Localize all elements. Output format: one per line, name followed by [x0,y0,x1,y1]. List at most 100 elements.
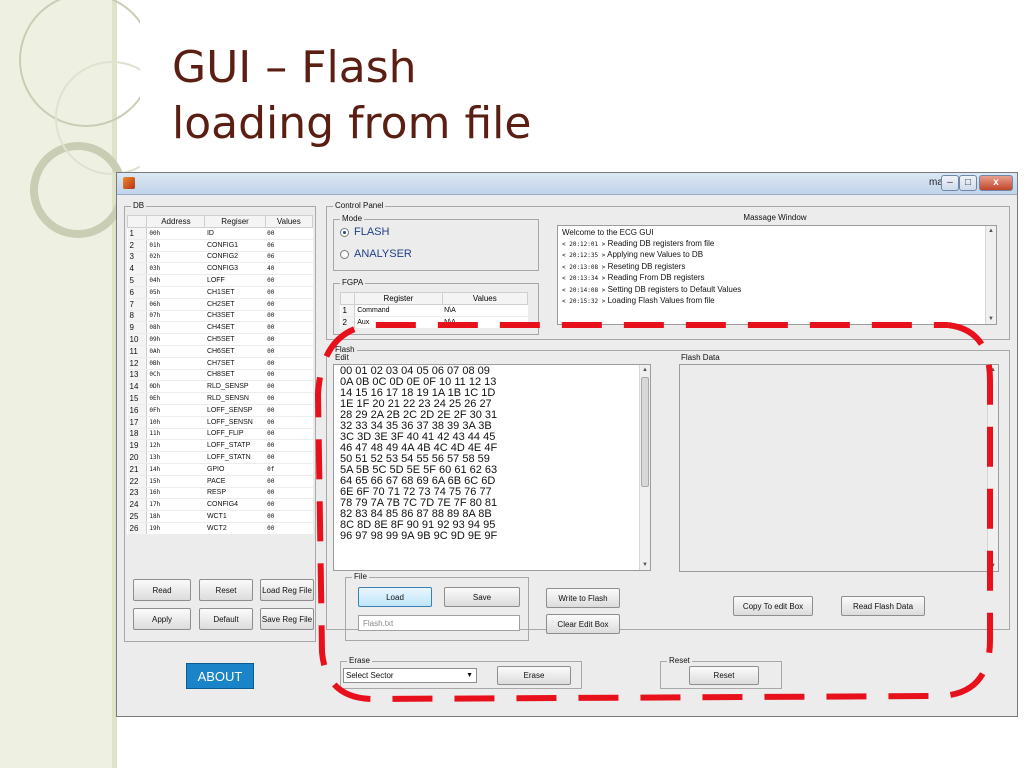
db-cell-register[interactable]: CH5SET [204,333,266,346]
db-cell-register[interactable]: CH1SET [204,286,266,299]
db-cell-address[interactable]: 09h [146,333,205,346]
db-cell-register[interactable]: LOFF_SENSN [204,416,266,429]
db-cell-register[interactable]: WCT1 [204,510,266,523]
db-cell-value[interactable]: 00 [265,522,313,535]
db-cell-value[interactable]: 00 [265,428,313,441]
db-cell-address[interactable]: 02h [146,251,205,264]
db-cell-value[interactable]: 00 [265,369,313,382]
reset-flash-button[interactable]: Reset [689,666,759,685]
db-cell-register[interactable]: PACE [204,475,266,488]
db-cell-address[interactable]: 0Dh [146,380,205,394]
apply-button[interactable]: Apply [133,608,191,630]
db-cell-register[interactable]: CH4SET [204,321,266,335]
db-cell-value[interactable]: 0f [265,463,313,476]
save-file-button[interactable]: Save [444,587,520,607]
flash-data-box[interactable]: ▲ ▼ [679,364,999,572]
db-cell-register[interactable]: CH8SET [204,369,266,382]
db-cell-address[interactable]: 0Eh [146,392,205,405]
db-cell-register[interactable]: RLD_SENSP [204,380,266,394]
db-cell-value[interactable]: 00 [265,498,313,512]
db-cell-address[interactable]: 17h [146,498,205,512]
scroll-thumb[interactable] [641,377,649,487]
window-titlebar[interactable]: main – □ x [117,173,1017,195]
db-cell-address[interactable]: 0Ah [146,345,205,358]
db-cell-address[interactable]: 14h [146,463,205,476]
reset-db-button[interactable]: Reset [199,579,253,601]
db-cell-address[interactable]: 04h [146,274,205,287]
db-cell-address[interactable]: 01h [146,239,205,252]
db-cell-register[interactable]: ID [204,227,266,240]
erase-button[interactable]: Erase [497,666,571,685]
db-cell-address[interactable]: 03h [146,262,205,276]
scroll-down-icon[interactable]: ▼ [988,316,994,322]
db-cell-register[interactable]: CH2SET [204,298,266,311]
db-cell-value[interactable]: 00 [265,439,313,453]
db-cell-value[interactable]: 06 [265,251,313,264]
db-cell-register[interactable]: LOFF [204,274,266,287]
db-cell-value[interactable]: 00 [265,227,313,240]
db-cell-value[interactable]: 00 [265,298,313,311]
mode-option-analyser[interactable]: ANALYSER [340,248,412,260]
scroll-up-icon[interactable]: ▲ [642,367,648,373]
db-cell-value[interactable]: 00 [265,416,313,429]
db-cell-address[interactable]: 12h [146,439,205,453]
db-cell-register[interactable]: WCT2 [204,522,266,535]
db-cell-value[interactable]: 00 [265,310,313,323]
db-cell-address[interactable]: 18h [146,510,205,523]
db-cell-register[interactable]: LOFF_STATP [204,439,266,453]
minimize-button[interactable]: – [941,175,959,191]
db-cell-value[interactable]: 00 [265,380,313,394]
db-cell-register[interactable]: CONFIG1 [204,239,266,252]
analyser-radio[interactable] [340,249,349,259]
copy-to-edit-box-button[interactable]: Copy To edit Box [733,596,813,616]
db-cell-value[interactable]: 00 [265,451,313,464]
db-cell-value[interactable]: 00 [265,333,313,346]
scroll-down-icon[interactable]: ▼ [642,562,648,568]
db-cell-register[interactable]: RESP [204,487,266,500]
db-cell-value[interactable]: 00 [265,321,313,335]
scroll-up-icon[interactable]: ▲ [988,228,994,234]
db-cell-address[interactable]: 13h [146,451,205,464]
db-cell-register[interactable]: CH7SET [204,357,266,370]
db-cell-value[interactable]: 00 [265,510,313,523]
save-reg-file-button[interactable]: Save Reg File [260,608,314,630]
db-cell-address[interactable]: 07h [146,310,205,323]
db-cell-register[interactable]: GPIO [204,463,266,476]
db-cell-address[interactable]: 06h [146,298,205,311]
db-cell-register[interactable]: CH3SET [204,310,266,323]
clear-edit-box-button[interactable]: Clear Edit Box [546,614,620,634]
edit-scrollbar[interactable]: ▲ ▼ [639,365,650,570]
table-row[interactable]: 2 Aux N\A [340,316,528,329]
scroll-down-icon[interactable]: ▼ [990,563,996,569]
fgpa-cell-register[interactable]: Command [354,304,443,317]
db-cell-address[interactable]: 16h [146,487,205,500]
db-cell-value[interactable]: 00 [265,357,313,370]
db-cell-value[interactable]: 00 [265,404,313,417]
db-cell-address[interactable]: 11h [146,428,205,441]
flash-radio[interactable] [340,227,349,237]
db-cell-value[interactable]: 06 [265,239,313,252]
flash-data-scrollbar[interactable]: ▲ ▼ [987,365,998,571]
db-cell-address[interactable]: 0Ch [146,369,205,382]
db-cell-address[interactable]: 08h [146,321,205,335]
